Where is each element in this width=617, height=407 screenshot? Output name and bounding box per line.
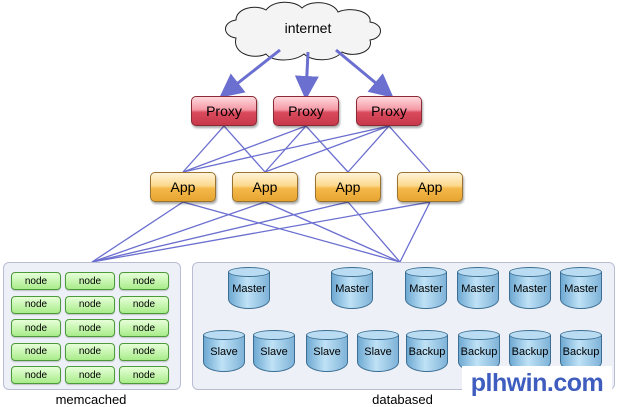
cylinder-top <box>406 330 448 340</box>
cylinder-top <box>458 330 500 340</box>
memcached-label: memcached <box>55 392 127 407</box>
cylinder-body <box>406 335 448 372</box>
backup-db-label: Backup <box>460 346 498 358</box>
memcached-node: node <box>11 342 61 361</box>
memcached-node: node <box>11 295 61 314</box>
memcached-node: node <box>65 342 115 361</box>
slave-db-label: Slave <box>210 346 238 358</box>
internet-cloud-icon <box>225 1 381 61</box>
master-db-label: Master <box>564 283 598 295</box>
cylinder-top <box>509 267 551 277</box>
slave-db-label: Slave <box>364 346 392 358</box>
backup-db: Backup <box>560 330 602 372</box>
cylinder-top <box>228 267 270 277</box>
cylinder-body <box>458 335 500 372</box>
memcached-node: node <box>119 295 169 314</box>
app-to-memcached-line <box>91 201 266 263</box>
master-db: Master <box>457 267 499 309</box>
watermark-text: plhwin.com <box>470 368 604 397</box>
app-box: App <box>315 172 381 202</box>
cylinder-top <box>253 330 295 340</box>
cylinder-top <box>331 267 373 277</box>
master-db-label: Master <box>335 283 369 295</box>
internet-to-proxy-arrow <box>294 51 319 100</box>
app-box: App <box>397 172 463 202</box>
master-db-label: Master <box>232 283 266 295</box>
proxy-to-app-line <box>182 125 225 173</box>
slave-db: Slave <box>357 330 399 372</box>
memcached-node: node <box>65 272 115 290</box>
memcached-node: node <box>11 319 61 337</box>
backup-db: Backup <box>458 330 500 372</box>
proxy-to-app-line <box>182 125 307 173</box>
slave-db: Slave <box>203 330 245 372</box>
master-db: Master <box>509 267 551 309</box>
internet-to-proxy-arrow <box>219 48 281 98</box>
proxy-box: Proxy <box>273 96 339 126</box>
memcached-node: node <box>65 295 115 314</box>
master-db: Master <box>331 267 373 309</box>
databased-label: databased <box>372 392 433 407</box>
cylinder-body <box>203 335 245 372</box>
app-to-database-line <box>399 201 431 263</box>
backup-db-label: Backup <box>511 346 549 358</box>
proxy-to-app-line <box>264 125 390 173</box>
master-db-label: Master <box>513 283 547 295</box>
app-to-memcached-line <box>91 201 349 263</box>
backup-db-label: Backup <box>408 346 446 358</box>
memcached-node: node <box>11 366 61 384</box>
backup-db: Backup <box>406 330 448 372</box>
cylinder-body <box>253 335 295 372</box>
cylinder-top <box>306 330 348 340</box>
watermark-logo: plhwin.com <box>462 366 612 400</box>
proxy-to-app-line <box>347 125 390 173</box>
cylinder-top <box>509 330 551 340</box>
app-box: App <box>150 172 216 202</box>
memcached-node: node <box>119 366 169 384</box>
master-db-label: Master <box>461 283 495 295</box>
proxy-to-app-line <box>388 125 431 173</box>
cylinder-top <box>357 330 399 340</box>
slave-db: Slave <box>253 330 295 372</box>
slave-db-label: Slave <box>313 346 341 358</box>
cylinder-body <box>405 272 447 309</box>
memcached-node: node <box>65 319 115 337</box>
cylinder-top <box>560 267 602 277</box>
app-to-database-line <box>347 201 401 263</box>
internet-label: internet <box>284 20 332 36</box>
app-to-memcached-line <box>91 201 184 263</box>
memcached-node: node <box>119 342 169 361</box>
app-to-database-line <box>264 201 401 263</box>
cylinder-top <box>405 267 447 277</box>
internet-to-proxy-arrow <box>335 48 394 98</box>
memcached-node: node <box>11 272 61 290</box>
cylinder-top <box>203 330 245 340</box>
proxy-box: Proxy <box>191 96 257 126</box>
slave-db-label: Slave <box>260 346 288 358</box>
master-db: Master <box>560 267 602 309</box>
cylinder-top <box>560 330 602 340</box>
master-db: Master <box>228 267 270 309</box>
master-db-label: Master <box>409 283 443 295</box>
app-box: App <box>232 172 298 202</box>
memcached-node: node <box>119 272 169 290</box>
app-to-memcached-line <box>91 201 431 263</box>
proxy-to-app-line <box>182 125 390 173</box>
memcached-node: node <box>119 319 169 337</box>
slave-db: Slave <box>306 330 348 372</box>
memcached-node: node <box>65 366 115 384</box>
proxy-box: Proxy <box>356 96 422 126</box>
cylinder-top <box>457 267 499 277</box>
app-to-database-line <box>182 201 401 263</box>
master-db: Master <box>405 267 447 309</box>
backup-db-label: Backup <box>562 346 600 358</box>
